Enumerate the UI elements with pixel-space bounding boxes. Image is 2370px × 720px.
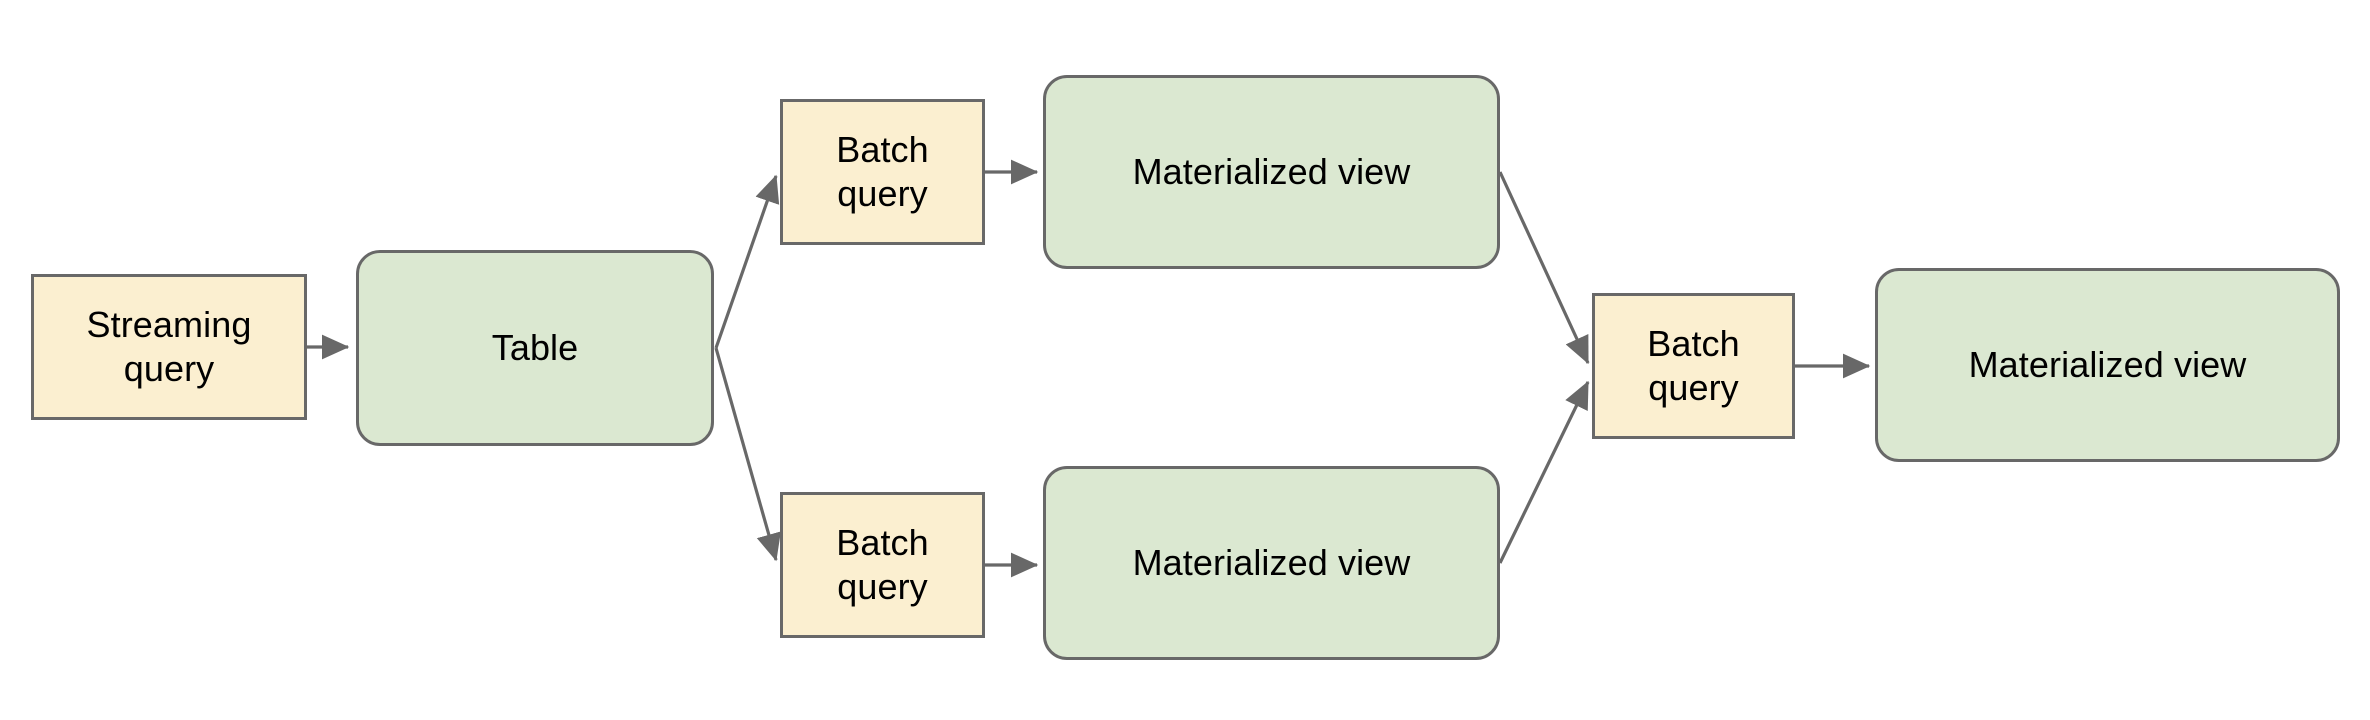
node-label: Materialized view	[1968, 344, 2247, 386]
node-materialized-view-final[interactable]: Materialized view	[1875, 268, 2340, 462]
node-label: Materialized view	[1132, 151, 1411, 193]
edge-table-to-batch-bottom	[714, 347, 781, 562]
node-materialized-view-bottom[interactable]: Materialized view	[1043, 466, 1500, 660]
edge-table-to-batch-top	[714, 174, 780, 349]
node-label: Streaming query	[86, 304, 252, 389]
node-label: Batch query	[1647, 323, 1740, 408]
node-label: Batch query	[836, 522, 929, 607]
node-batch-query-bottom[interactable]: Batch query	[780, 492, 985, 638]
node-streaming-query[interactable]: Streaming query	[31, 274, 307, 420]
node-table[interactable]: Table	[356, 250, 714, 446]
edge-mv-bottom-to-batch-join	[1498, 380, 1590, 564]
node-label: Batch query	[836, 129, 929, 214]
edge-mv-top-to-batch-join	[1498, 171, 1590, 365]
node-batch-query-join[interactable]: Batch query	[1592, 293, 1795, 439]
node-label: Table	[491, 327, 579, 369]
node-materialized-view-top[interactable]: Materialized view	[1043, 75, 1500, 269]
node-label: Materialized view	[1132, 542, 1411, 584]
node-batch-query-top[interactable]: Batch query	[780, 99, 985, 245]
